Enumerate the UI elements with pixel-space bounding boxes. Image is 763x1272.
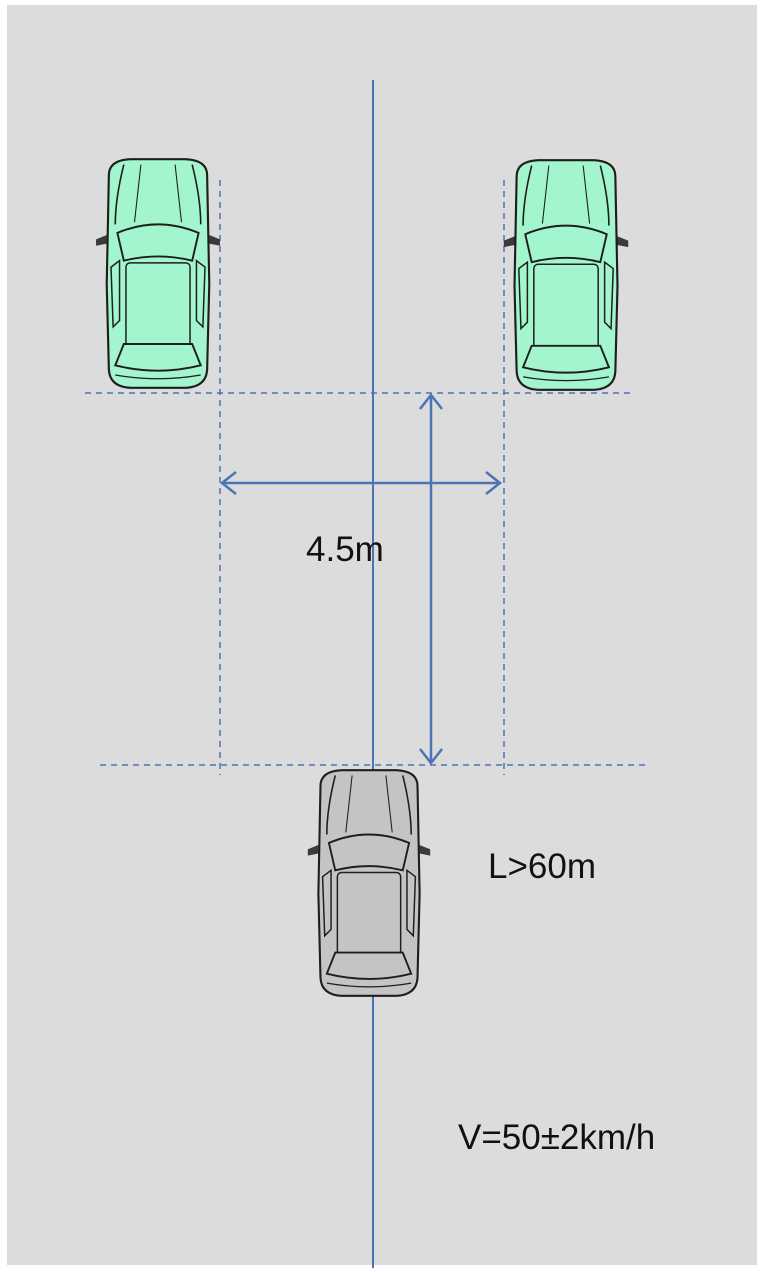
distance-label: L>60m: [488, 847, 596, 886]
gap-width-arrow: [219, 471, 503, 495]
speed-label: V=50±2km/h: [458, 1118, 655, 1157]
test-vehicle-icon: [306, 768, 432, 998]
gap-width-label: 4.5m: [306, 530, 384, 569]
parked-car-left-icon: [94, 157, 222, 390]
parked-car-right-icon: [502, 158, 630, 392]
distance-arrow: [419, 392, 443, 766]
